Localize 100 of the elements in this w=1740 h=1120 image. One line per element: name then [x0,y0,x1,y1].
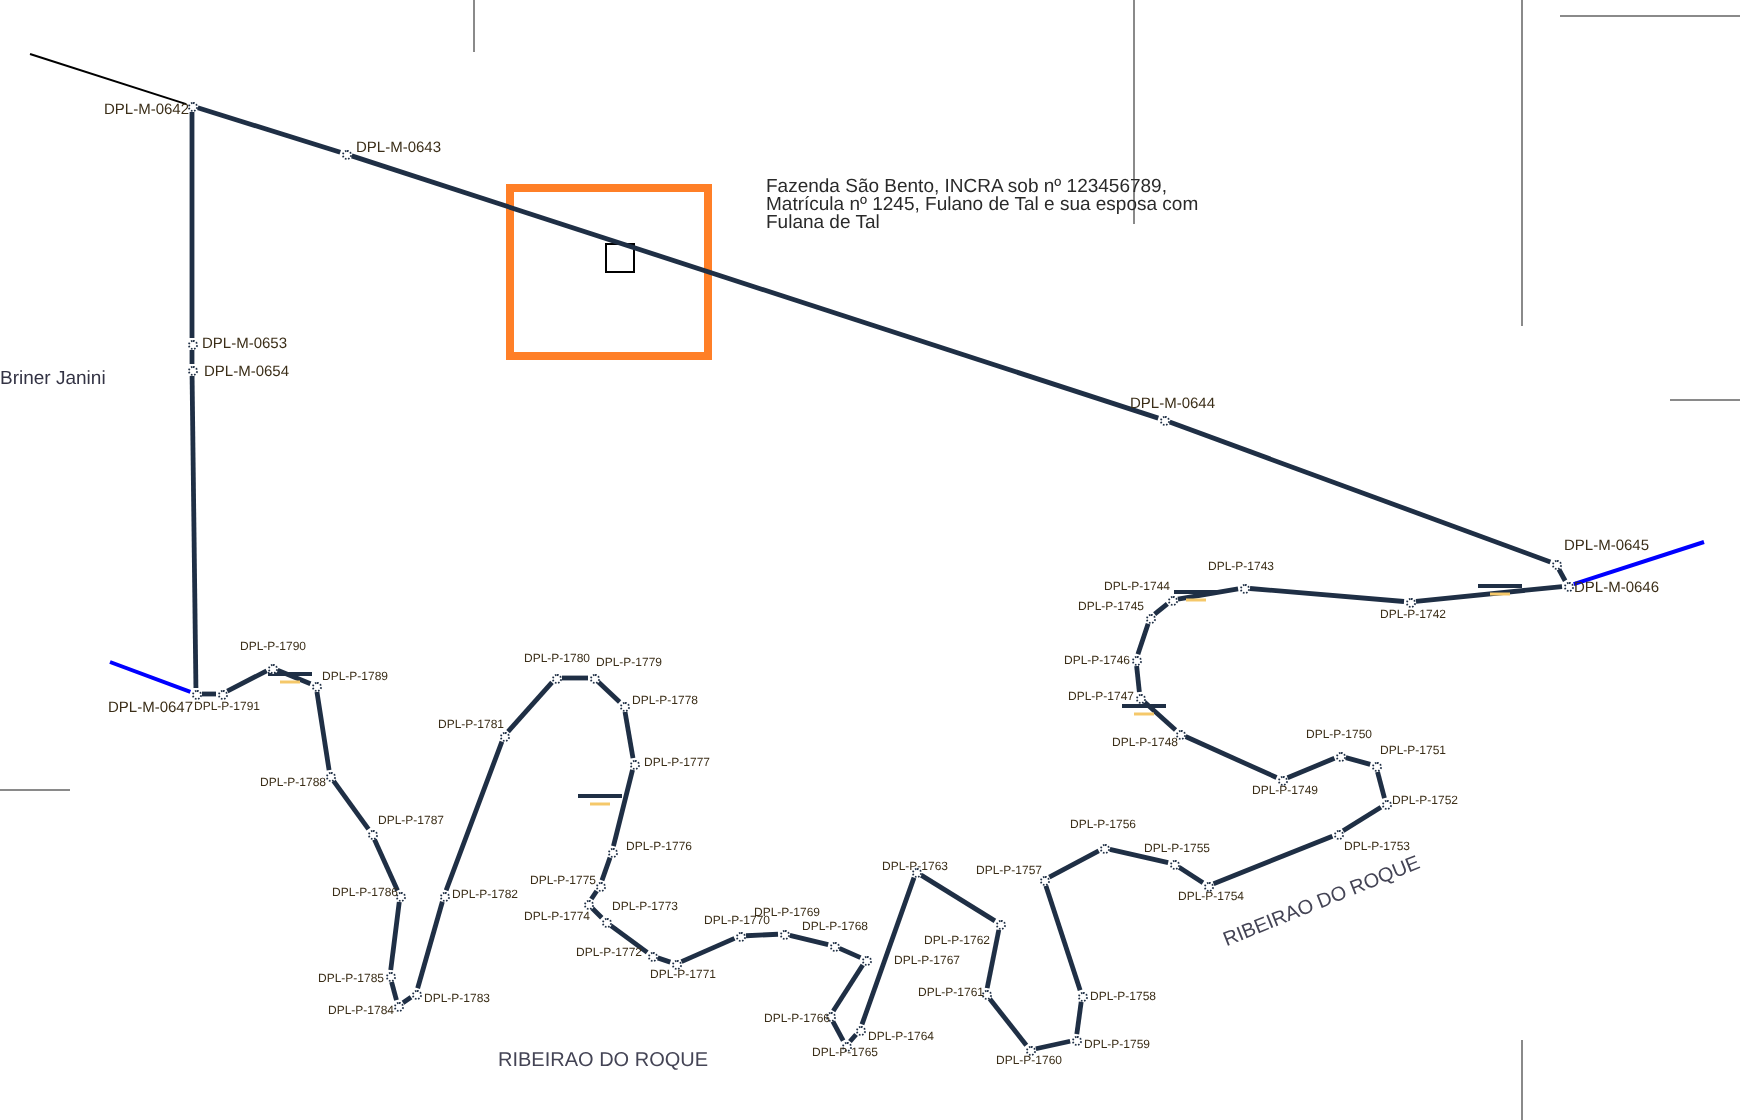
boundary-line [1134,665,1142,693]
survey-point-marker [1135,693,1145,703]
survey-point-marker [1077,991,1087,1001]
survey-point-marker [1563,581,1573,591]
survey-point-marker [981,989,991,999]
survey-point-marker [1071,1035,1081,1045]
boundary-line [848,1032,858,1044]
survey-point-marker [1551,559,1561,569]
survey-point-marker [191,689,201,699]
survey-point-marker [393,1001,403,1011]
survey-point-marker [187,101,197,111]
boundary-line [622,711,636,759]
survey-point-marker [1169,859,1179,869]
boundary-line [745,931,779,939]
survey-point-marker [217,689,227,699]
survey-point-marker [1167,595,1177,605]
boundary-line [506,680,554,734]
boundary-line [589,889,599,901]
boundary-line [1043,884,1083,992]
survey-point-marker [1277,775,1287,785]
boundary-line [1177,865,1205,885]
survey-point-marker [1099,843,1109,853]
river-name: RIBEIRAO DO ROQUE [498,1052,709,1070]
survey-point-marker [855,1025,865,1035]
boundary-line [1375,771,1387,799]
survey-point-marker [595,881,605,891]
survey-point-marker [911,867,921,877]
survey-point-marker [861,955,871,965]
survey-point-marker [395,891,405,901]
boundary-line [389,981,399,1001]
boundary-line [859,876,917,1026]
survey-point-marker [601,917,611,927]
survey-point-marker [1131,655,1141,665]
boundary-line [1168,419,1552,565]
boundary-line [987,997,1029,1047]
survey-point-marker [1175,729,1185,739]
boundary-line [1142,700,1178,732]
boundary-line [984,929,1002,989]
survey-point-marker [1039,875,1049,885]
survey-point-marker [583,899,593,909]
boundary-line [919,873,997,923]
boundary-line [415,901,445,989]
boundary-line [276,668,312,686]
boundary-line [830,1020,846,1042]
boundary-line [350,153,1160,421]
boundary-line [789,933,829,947]
boundary-line [838,946,862,960]
boundary-line [1109,847,1169,865]
boundary-line [831,963,865,1013]
survey-point-marker [1335,751,1345,761]
boundary-line [1415,584,1563,604]
survey-point-marker [735,931,745,941]
survey-point-marker [187,365,197,375]
boundary-line [656,955,672,965]
boundary-line [1074,1001,1084,1035]
boundary-line [590,906,604,920]
survey-point-marker [367,829,377,839]
survey-point-marker [607,847,617,857]
boundary-line [1556,568,1568,582]
boundary-line [226,668,268,694]
survey-point-marker [779,929,789,939]
neighbor-name: Briner Janini [0,370,106,388]
survey-point-marker [499,731,509,741]
survey-point-marker [341,149,351,159]
boundary-line [388,901,402,971]
boundary-line [331,779,371,831]
boundary-line [599,856,613,882]
survey-point-marker [1239,583,1249,593]
boundary-line [609,923,649,955]
survey-point-marker [1159,415,1169,425]
survey-point-marker [841,1041,851,1051]
survey-point-marker [1145,613,1155,623]
survey-point-marker [619,701,629,711]
boundary-line [1573,540,1705,587]
boundary-line [1035,1038,1071,1052]
boundary-line [1212,834,1334,886]
survey-point-marker [385,971,395,981]
boundary-line [443,740,505,892]
survey-point-marker [589,673,599,683]
survey-point-marker [671,959,681,969]
survey-point-marker [325,771,335,781]
boundary-line [1249,586,1405,604]
boundary-line [1345,755,1371,767]
boundary-line [1177,586,1239,602]
boundary-line [189,375,199,689]
boundary-line [189,112,195,338]
survey-point-marker [1025,1045,1035,1055]
survey-point-marker [311,681,321,691]
survey-point-marker [551,673,561,683]
survey-point-marker [647,951,657,961]
boundary-line [197,105,341,155]
survey-point-marker [829,941,839,951]
boundary-line [680,936,736,964]
boundary-line [1135,622,1151,656]
survey-point-marker [267,663,277,673]
boundary-line [1048,848,1100,880]
survey-point-marker [629,759,639,769]
property-note: Fazenda São Bento, INCRA sob nº 123456789, Matrícula nº 1245, Fulano de Tal e sua esposa com Fulana de Tal [766,178,1201,232]
boundary-line [562,675,588,681]
boundary-line [1153,601,1169,617]
